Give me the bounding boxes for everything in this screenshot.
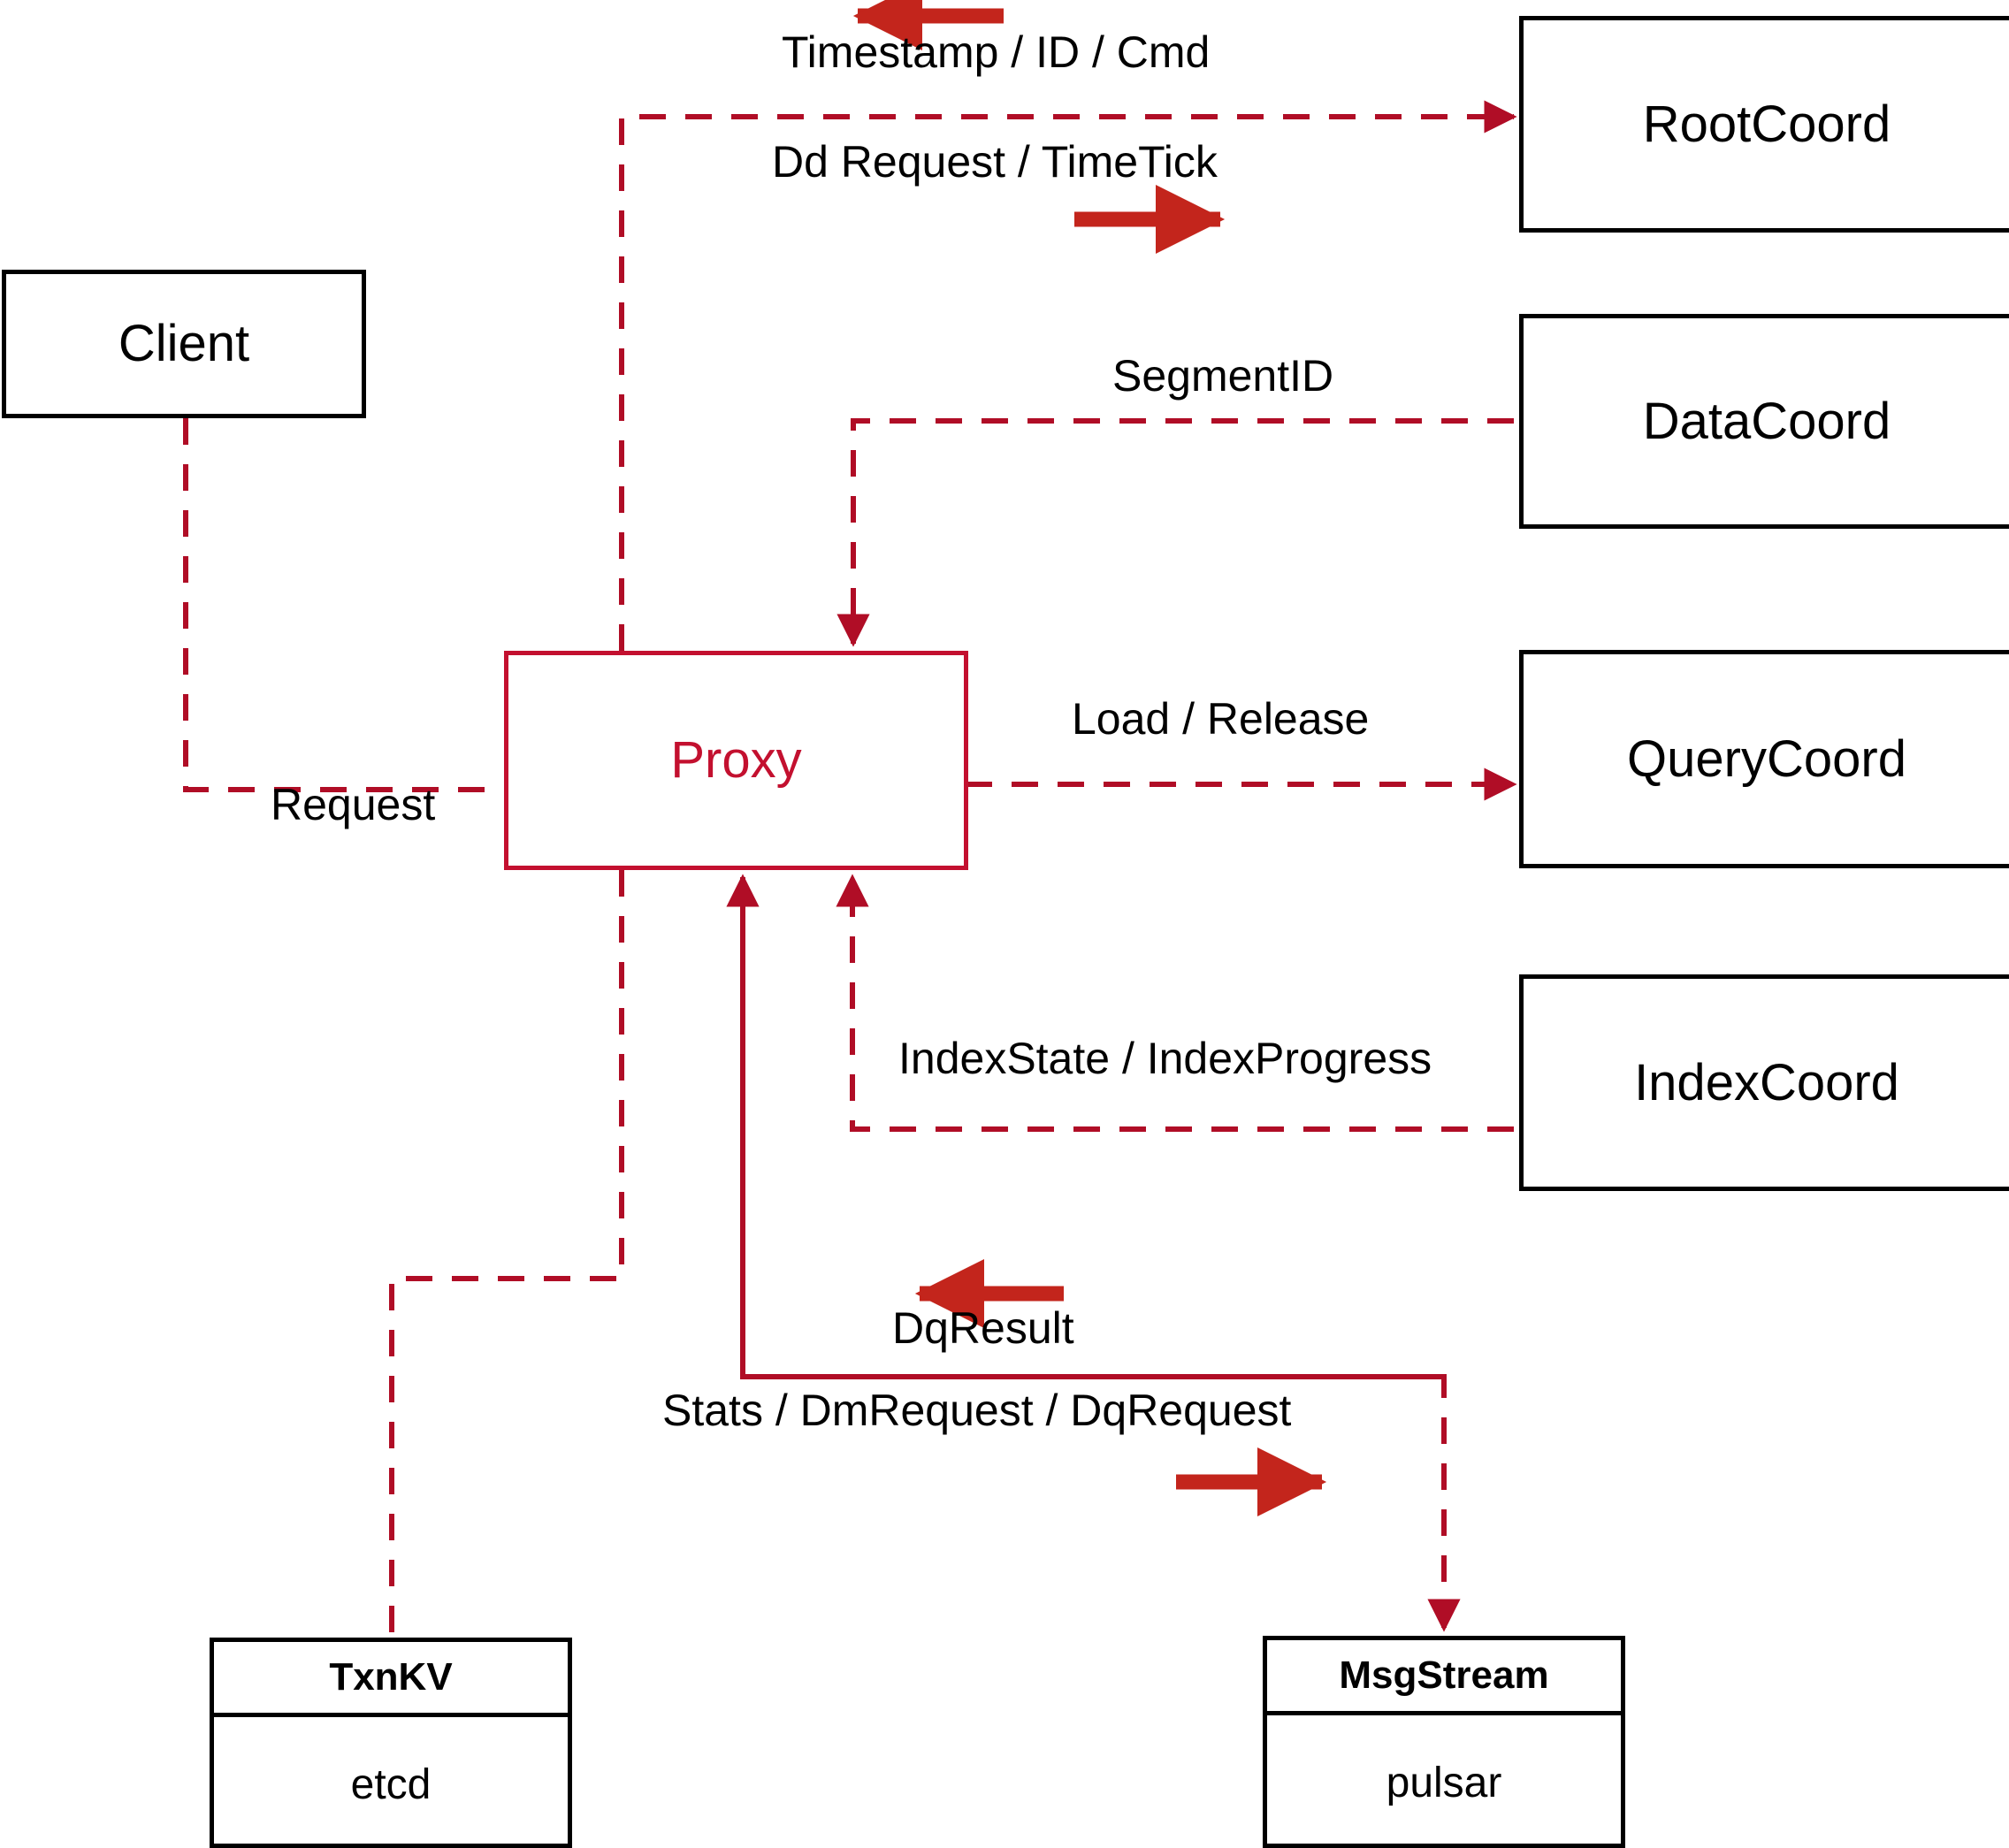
node-querycoord-label: QueryCoord [1627,729,1906,788]
wire-datacoord-to-proxy [836,418,1514,647]
node-txnkv-body: etcd [214,1717,568,1848]
wire-proxy-to-msgstream [740,877,1461,1632]
node-datacoord[interactable]: DataCoord [1519,314,2009,529]
edge-label-datacoord-to-proxy: SegmentID [1112,351,1334,401]
node-rootcoord-label: RootCoord [1642,95,1891,153]
node-indexcoord[interactable]: IndexCoord [1519,974,2009,1191]
edge-label-indexcoord-to-proxy: IndexState / IndexProgress [898,1034,1432,1083]
node-txnkv-header: TxnKV [214,1642,568,1717]
edge-label-proxy-to-msgstream: Stats / DmRequest / DqRequest [662,1386,1292,1435]
node-msgstream-title: MsgStream [1339,1653,1549,1697]
node-rootcoord[interactable]: RootCoord [1519,16,2009,233]
node-txnkv-impl: etcd [350,1760,432,1808]
node-client[interactable]: Client [2,270,366,418]
node-msgstream-body: pulsar [1267,1715,1621,1848]
node-txnkv[interactable]: TxnKV etcd [210,1638,572,1848]
node-msgstream-header: MsgStream [1267,1640,1621,1715]
node-proxy[interactable]: Proxy [504,651,968,870]
wire-proxy-to-rootcoord [619,100,1517,651]
wire-proxy-to-txnkv [389,870,624,1638]
node-proxy-label: Proxy [670,731,802,789]
node-txnkv-title: TxnKV [329,1655,453,1699]
node-indexcoord-label: IndexCoord [1634,1053,1899,1111]
node-msgstream[interactable]: MsgStream pulsar [1263,1636,1625,1848]
wire-indexcoord-to-proxy [836,874,1514,1132]
edge-label-client-to-proxy: Request [271,780,436,829]
node-client-label: Client [118,315,250,372]
edge-label-msgstream-to-proxy: DqResult [892,1303,1074,1353]
node-msgstream-impl: pulsar [1386,1759,1502,1806]
node-datacoord-label: DataCoord [1642,392,1891,450]
edge-label-proxy-to-rootcoord: Dd Request / TimeTick [772,137,1218,187]
edge-label-proxy-to-querycoord: Load / Release [1072,694,1370,744]
node-querycoord[interactable]: QueryCoord [1519,650,2009,868]
edge-label-rootcoord-to-proxy: Timestamp / ID / Cmd [782,27,1211,77]
